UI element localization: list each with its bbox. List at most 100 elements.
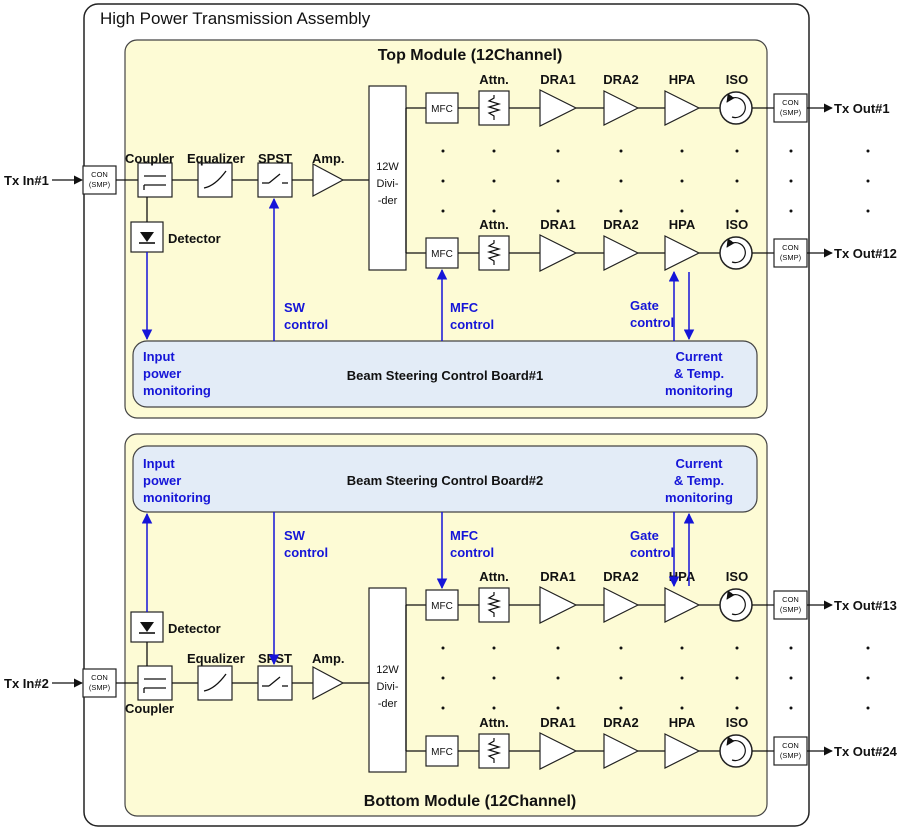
current-monitoring-label: Current: [676, 349, 724, 364]
ellipsis-dot: [492, 149, 496, 153]
output-connector-label: CON: [782, 741, 799, 750]
board-label: Beam Steering Control Board#1: [347, 368, 544, 383]
coupler-label: Coupler: [125, 151, 174, 166]
ellipsis-dot: [556, 149, 560, 153]
iso-label: ISO: [726, 217, 748, 232]
ellipsis-dot: [441, 706, 445, 710]
ellipsis-dot: [866, 209, 870, 213]
output-connector: [773, 238, 808, 268]
isolator-arrow: [726, 93, 746, 119]
ellipsis-dot: [492, 179, 496, 183]
coupler-block: [137, 162, 173, 198]
ellipsis-dot: [492, 676, 496, 680]
sw-control-label: control: [284, 545, 328, 560]
ellipsis-dot: [441, 149, 445, 153]
mfc-block: [425, 735, 459, 767]
tx-out-label: Tx Out#1: [834, 101, 890, 116]
dra1-label: DRA1: [540, 72, 575, 87]
mfc-label: MFC: [431, 747, 453, 758]
assembly-title: High Power Transmission Assembly: [100, 9, 371, 28]
input-monitoring-label: monitoring: [143, 383, 211, 398]
ellipsis-dot: [789, 209, 793, 213]
top-module-frame: [124, 39, 768, 419]
isolator-block: [719, 236, 753, 270]
hpa-amplifier: [664, 235, 701, 271]
dra1-amplifier: [539, 234, 578, 272]
dra2-amplifier: [603, 587, 640, 623]
ellipsis-dot: [866, 706, 870, 710]
ellipsis-dot: [619, 646, 623, 650]
spst-label: SPST: [258, 651, 292, 666]
output-connector-label: CON: [782, 98, 799, 107]
output-connector-label: (SMP): [780, 605, 802, 614]
hpa-amplifier: [664, 733, 701, 769]
ellipsis-dot: [619, 179, 623, 183]
ellipsis-dot: [866, 646, 870, 650]
equalizer-label: Equalizer: [187, 151, 245, 166]
bottom-module-title: Bottom Module (12Channel): [364, 793, 576, 810]
divider-label: Divi-: [377, 681, 399, 693]
ellipsis-dot: [735, 149, 739, 153]
hpa-amplifier: [664, 90, 701, 126]
detector-label: Detector: [168, 231, 221, 246]
tx-in-label: Tx In#2: [4, 676, 49, 691]
ellipsis-dot: [735, 706, 739, 710]
attn-label: Attn.: [479, 569, 509, 584]
ellipsis-dot: [492, 706, 496, 710]
dra2-label: DRA2: [603, 72, 638, 87]
output-connector-label: (SMP): [780, 751, 802, 760]
tx-out-label: Tx Out#13: [834, 598, 897, 613]
ellipsis-dot: [680, 149, 684, 153]
input-connector-label: (SMP): [89, 683, 111, 692]
ellipsis-dot: [441, 179, 445, 183]
output-connector-label: CON: [782, 243, 799, 252]
gate-control-label: control: [630, 315, 674, 330]
sw-control-label: control: [284, 317, 328, 332]
ellipsis-dot: [619, 676, 623, 680]
spst-block: [257, 665, 293, 701]
input-connector: [82, 165, 117, 195]
input-monitoring-label: power: [143, 473, 181, 488]
mfc-label: MFC: [431, 249, 453, 260]
amp-amplifier: [312, 163, 345, 197]
ellipsis-dot: [680, 676, 684, 680]
ellipsis-dot: [619, 209, 623, 213]
control-board-2: [132, 445, 758, 513]
ellipsis-dot: [680, 209, 684, 213]
control-board-1: [132, 340, 758, 408]
mfc-label: MFC: [431, 601, 453, 612]
dra2-label: DRA2: [603, 569, 638, 584]
gate-control-label: Gate: [630, 298, 659, 313]
ellipsis-dot: [789, 149, 793, 153]
hpa-amplifier: [664, 587, 701, 623]
attn-label: Attn.: [479, 715, 509, 730]
mfc-block: [425, 92, 459, 124]
input-monitoring-label: Input: [143, 456, 175, 471]
ellipsis-dot: [866, 676, 870, 680]
spst-block: [257, 162, 293, 198]
attenuator-symbol: [486, 738, 502, 763]
dra1-label: DRA1: [540, 715, 575, 730]
tx-out-label: Tx Out#12: [834, 246, 897, 261]
dra1-label: DRA1: [540, 217, 575, 232]
sw-control-label: SW: [284, 300, 306, 315]
ellipsis-dot: [866, 179, 870, 183]
top-module-title: Top Module (12Channel): [378, 47, 563, 64]
current-monitoring-label: Current: [676, 456, 724, 471]
ellipsis-dot: [441, 676, 445, 680]
divider-block: [368, 587, 407, 773]
current-monitoring-label: & Temp.: [674, 473, 724, 488]
mfc-control-label: MFC: [450, 528, 479, 543]
ellipsis-dot: [556, 179, 560, 183]
divider-label: -der: [378, 698, 398, 710]
input-monitoring-label: monitoring: [143, 490, 211, 505]
ellipsis-dot: [735, 209, 739, 213]
divider-label: 12W: [376, 161, 399, 173]
dra2-label: DRA2: [603, 217, 638, 232]
equalizer-block: [197, 665, 233, 701]
ellipsis-dot: [680, 706, 684, 710]
dra2-amplifier: [603, 733, 640, 769]
gate-control-label: Gate: [630, 528, 659, 543]
hpa-label: HPA: [669, 72, 696, 87]
ellipsis-dot: [556, 676, 560, 680]
